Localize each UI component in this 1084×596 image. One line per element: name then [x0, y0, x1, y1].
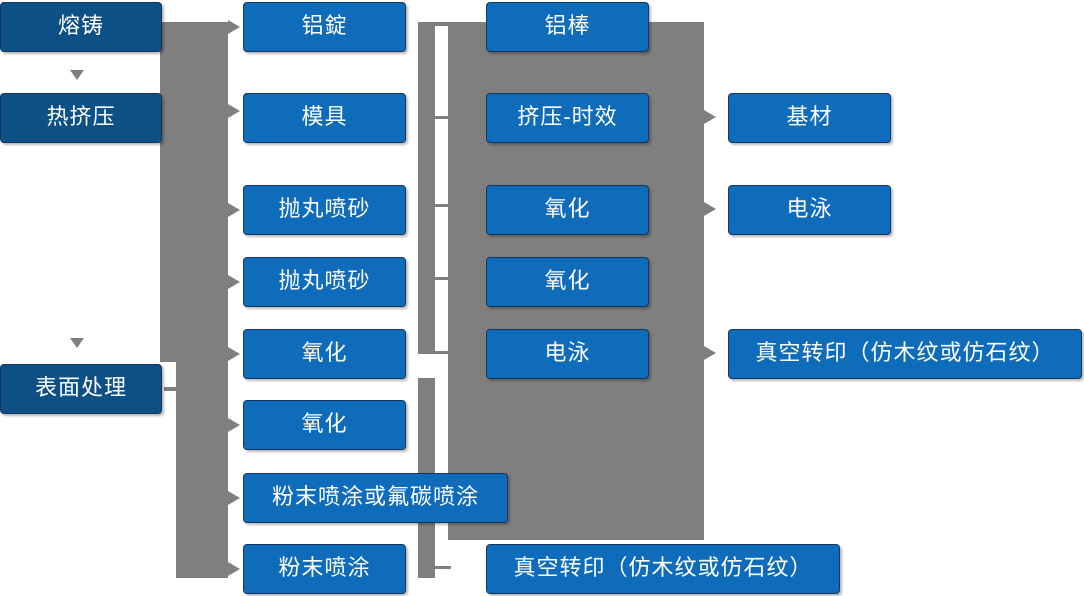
- connector-rung-1: [435, 22, 451, 26]
- connector-spine-upper: [418, 22, 435, 354]
- connector-rung-4: [435, 277, 451, 280]
- material-label-oxidation-2: 氧化: [301, 411, 348, 436]
- output-box-electrophoresis[interactable]: 电泳: [728, 185, 891, 235]
- connector-bar-stage-to-material-lower: [176, 362, 228, 578]
- material-box-powder-coating[interactable]: 粉末喷涂: [243, 544, 406, 594]
- stage-box-hot-extrusion[interactable]: 热挤压: [0, 93, 162, 143]
- material-label-shot-blasting-1: 抛丸喷砂: [278, 196, 371, 221]
- process-box-extrusion-aging[interactable]: 挤压-时效: [486, 93, 649, 143]
- connector-arrow-to-material-7: [228, 491, 240, 505]
- material-label-powder-or-fluorocarbon-coating: 粉末喷涂或氟碳喷涂: [271, 484, 479, 509]
- process-label-aluminum-bar: 铝棒: [544, 13, 591, 38]
- connector-arrow-to-material-4: [228, 275, 240, 289]
- process-label-vacuum-transfer-print: 真空转印（仿木纹或仿石纹）: [513, 555, 813, 580]
- material-label-shot-blasting-2: 抛丸喷砂: [278, 268, 371, 293]
- material-box-oxidation-2[interactable]: 氧化: [243, 400, 406, 450]
- material-box-shot-blasting-1[interactable]: 抛丸喷砂: [243, 185, 406, 235]
- material-box-powder-or-fluorocarbon-coating[interactable]: 粉末喷涂或氟碳喷涂: [243, 473, 508, 523]
- process-label-electrophoresis: 电泳: [544, 340, 591, 365]
- connector-arrow-to-output-2: [704, 202, 716, 216]
- connector-arrow-to-material-5: [228, 347, 240, 361]
- connector-arrow-to-material-6: [228, 418, 240, 432]
- process-box-electrophoresis[interactable]: 电泳: [486, 329, 649, 379]
- connector-rung-3: [435, 204, 451, 207]
- material-label-oxidation-1: 氧化: [301, 340, 348, 365]
- connector-arrow-to-material-2: [228, 104, 240, 118]
- stage-box-melt-casting[interactable]: 熔铸: [0, 2, 162, 52]
- connector-bar-stage-to-material-upper: [160, 22, 228, 362]
- stage-label-melt-casting: 熔铸: [57, 13, 104, 38]
- process-box-vacuum-transfer-print[interactable]: 真空转印（仿木纹或仿石纹）: [486, 544, 840, 594]
- stage-label-surface-treatment: 表面处理: [34, 375, 127, 400]
- connector-stub-surface-treatment: [164, 387, 186, 391]
- connector-arrow-down-melt-to-extrude: [70, 70, 84, 80]
- material-box-shot-blasting-2[interactable]: 抛丸喷砂: [243, 257, 406, 307]
- connector-rung-2: [435, 116, 451, 119]
- connector-arrow-to-output-3: [704, 346, 716, 360]
- material-label-aluminum-ingot: 铝錠: [301, 13, 348, 38]
- process-label-extrusion-aging: 挤压-时效: [517, 104, 618, 129]
- connector-arrow-down-extrude-to-surface: [70, 338, 84, 348]
- connector-arrow-to-output-1: [704, 110, 716, 124]
- process-label-oxidation-2: 氧化: [544, 268, 591, 293]
- process-box-oxidation-1[interactable]: 氧化: [486, 185, 649, 235]
- material-box-oxidation-1[interactable]: 氧化: [243, 329, 406, 379]
- output-label-electrophoresis: 电泳: [786, 196, 833, 221]
- material-box-mould[interactable]: 模具: [243, 93, 406, 143]
- process-box-aluminum-bar[interactable]: 铝棒: [486, 2, 649, 52]
- stage-box-surface-treatment[interactable]: 表面处理: [0, 364, 162, 414]
- material-box-aluminum-ingot[interactable]: 铝錠: [243, 2, 406, 52]
- output-box-vacuum-transfer-print[interactable]: 真空转印（仿木纹或仿石纹）: [728, 329, 1082, 379]
- material-label-mould: 模具: [301, 104, 348, 129]
- stage-label-hot-extrusion: 热挤压: [46, 104, 116, 129]
- connector-arrow-to-material-8: [228, 562, 240, 576]
- process-label-oxidation-1: 氧化: [544, 196, 591, 221]
- output-box-substrate[interactable]: 基材: [728, 93, 891, 143]
- connector-rung-5: [435, 351, 451, 354]
- connector-arrow-to-material-3: [228, 203, 240, 217]
- connector-rung-6: [435, 566, 451, 569]
- output-label-substrate: 基材: [786, 104, 833, 129]
- output-label-vacuum-transfer-print: 真空转印（仿木纹或仿石纹）: [755, 340, 1055, 365]
- process-box-oxidation-2[interactable]: 氧化: [486, 257, 649, 307]
- material-label-powder-coating: 粉末喷涂: [278, 555, 371, 580]
- connector-arrow-to-material-1: [228, 20, 240, 34]
